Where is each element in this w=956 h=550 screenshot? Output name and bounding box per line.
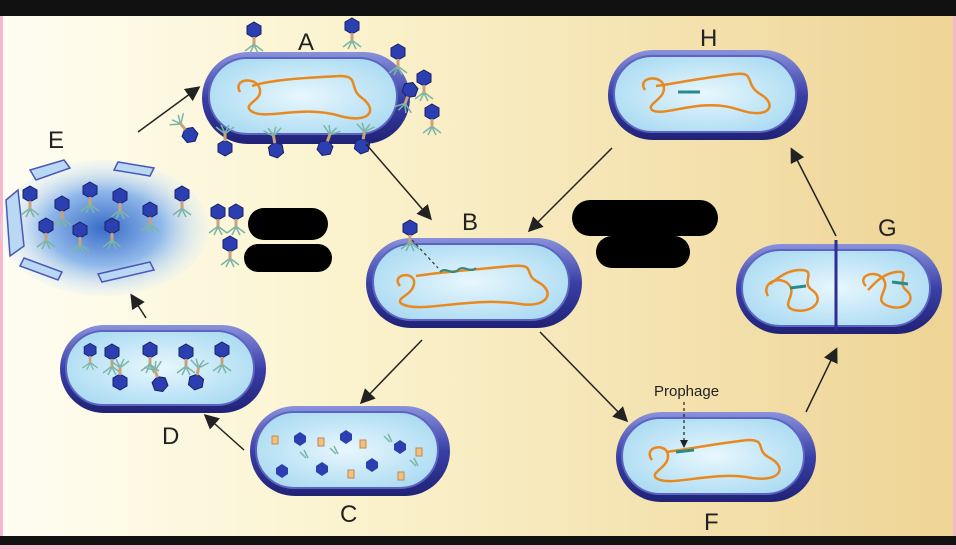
cell-f bbox=[616, 402, 816, 502]
label-d: D bbox=[162, 423, 179, 450]
label-g: G bbox=[878, 215, 897, 242]
label-h: H bbox=[700, 25, 717, 52]
label-e: E bbox=[48, 127, 64, 154]
cell-b bbox=[366, 219, 582, 328]
arrow-h-to-b bbox=[527, 147, 613, 233]
redaction-4 bbox=[596, 236, 690, 268]
arrow-d-to-e bbox=[130, 293, 147, 319]
redactions bbox=[244, 200, 718, 272]
arrow-f-to-g bbox=[805, 347, 838, 413]
cell-g bbox=[736, 240, 942, 334]
lifecycle-arrows bbox=[130, 86, 838, 451]
cell-d bbox=[60, 325, 266, 413]
arrow-b-to-c bbox=[359, 339, 423, 405]
label-f: F bbox=[704, 509, 719, 536]
redaction-3 bbox=[572, 200, 718, 236]
arrow-g-to-h bbox=[790, 147, 837, 237]
top-bar bbox=[0, 0, 956, 16]
arrow-a-to-b bbox=[365, 143, 432, 221]
cell-a bbox=[202, 52, 410, 144]
bottom-bar bbox=[0, 536, 956, 545]
label-a: A bbox=[298, 29, 314, 56]
redaction-1 bbox=[248, 208, 328, 240]
label-b: B bbox=[462, 209, 478, 236]
arrow-b-to-f bbox=[539, 331, 629, 423]
cell-c bbox=[250, 406, 450, 496]
redaction-2 bbox=[244, 244, 332, 272]
label-c: C bbox=[340, 501, 357, 528]
cell-h bbox=[608, 50, 808, 140]
burst-e bbox=[0, 159, 246, 296]
arrow-e-to-a bbox=[137, 86, 201, 133]
prophage-label: Prophage bbox=[654, 383, 719, 400]
arrow-c-to-d bbox=[203, 413, 245, 451]
